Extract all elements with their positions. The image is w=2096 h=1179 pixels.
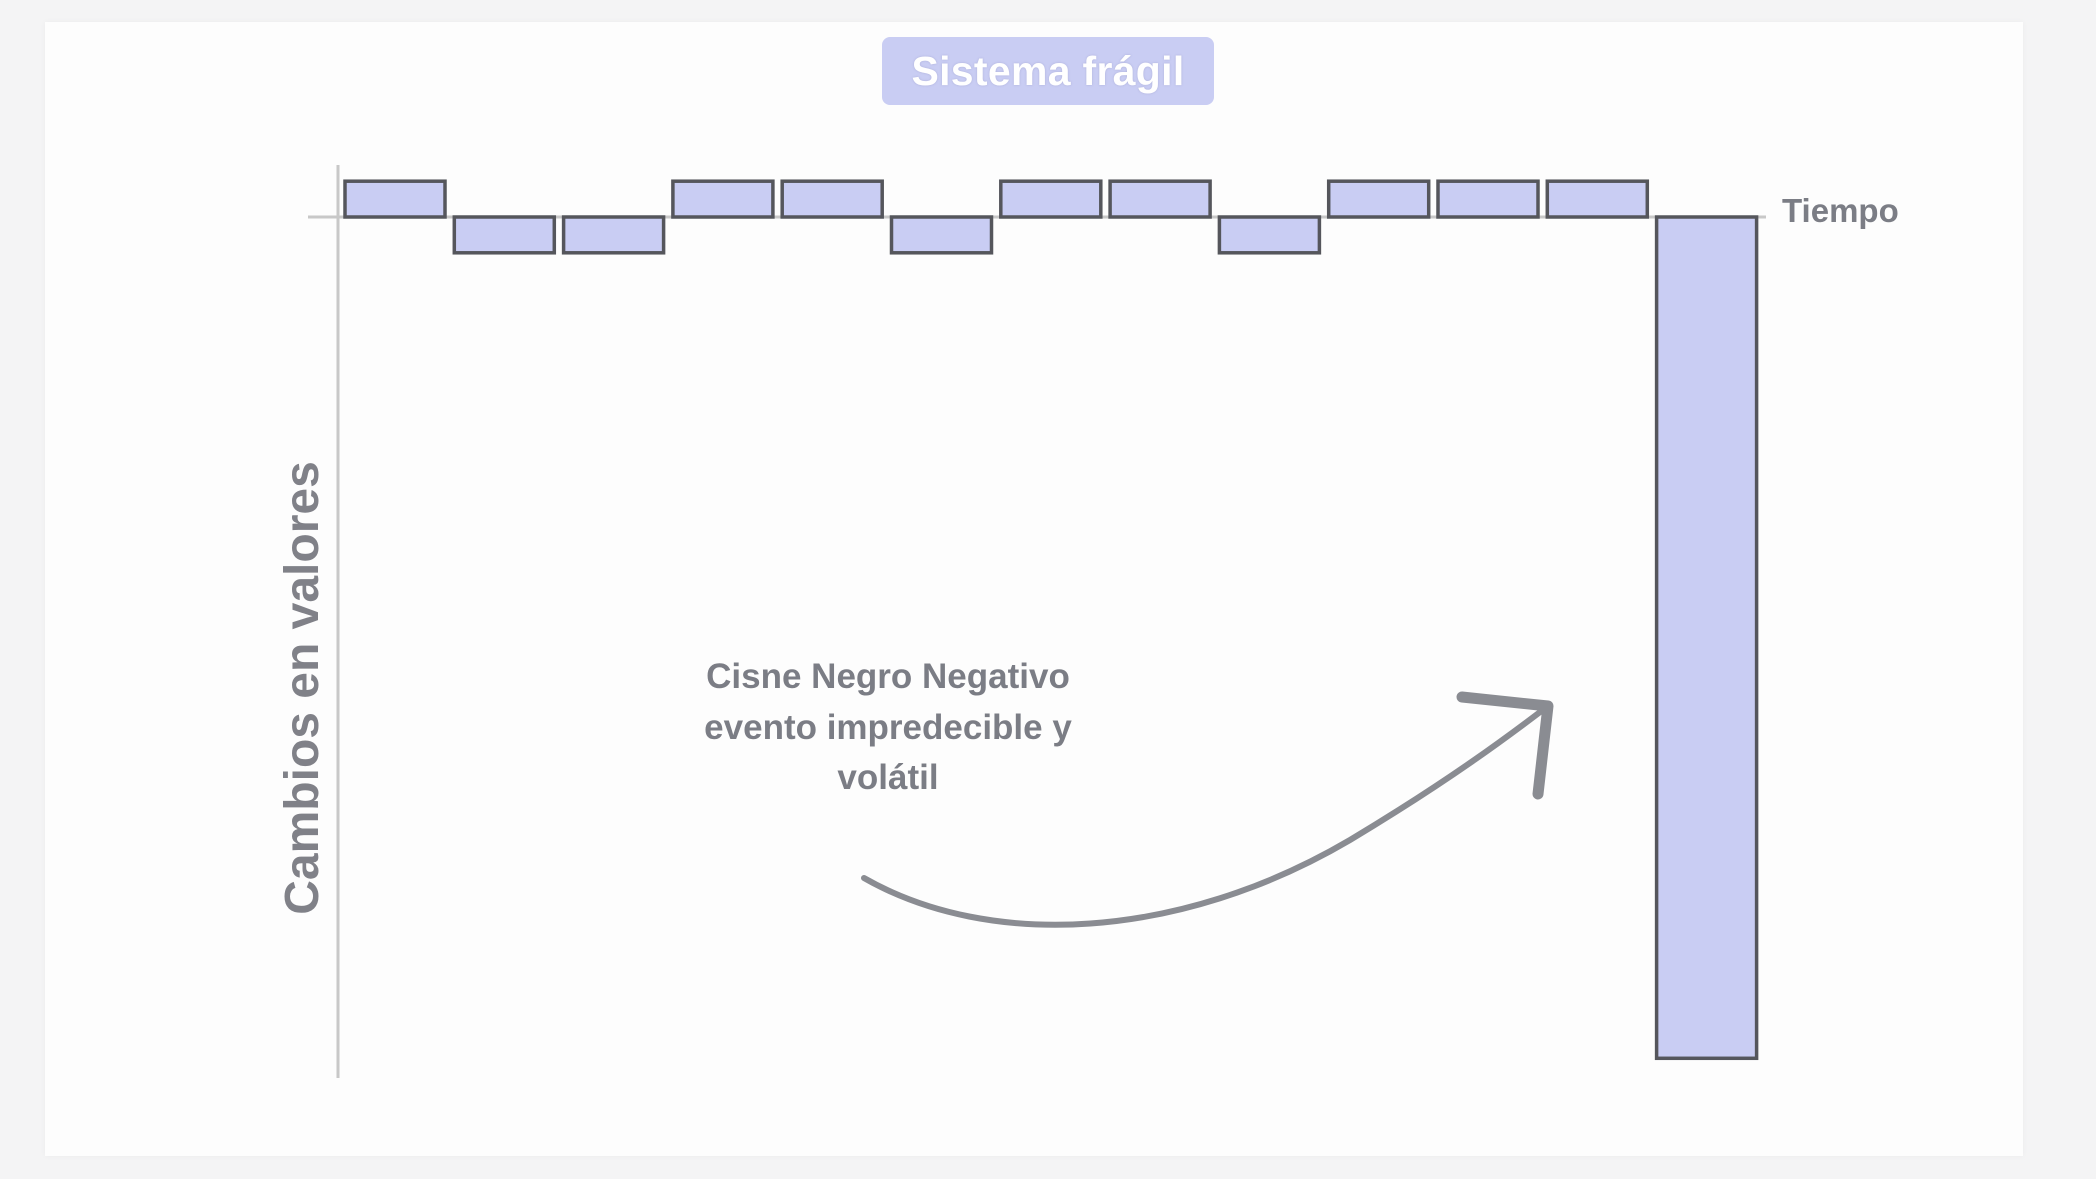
bar-12 xyxy=(1545,179,1650,219)
bar-2 xyxy=(452,215,557,255)
chart-title: Sistema frágil xyxy=(911,47,1185,94)
bar-10 xyxy=(1326,179,1431,219)
annotation-arrow-head xyxy=(1456,691,1554,800)
bar-9 xyxy=(1217,215,1322,255)
annotation-line-2: evento impredecible y xyxy=(704,708,1072,747)
x-axis-label: Tiempo xyxy=(1782,192,1899,229)
bar-8 xyxy=(1108,179,1212,219)
bar-4 xyxy=(671,179,775,219)
annotation-line-1: Cisne Negro Negativo xyxy=(706,657,1070,696)
chart-axes xyxy=(308,165,1766,1078)
bar-series xyxy=(343,179,1759,1061)
bar-3 xyxy=(561,215,666,255)
bar-5 xyxy=(780,179,884,219)
y-axis-label: Cambios en valores xyxy=(276,461,329,915)
annotation-arrow-curve xyxy=(861,703,1551,928)
bar-11 xyxy=(1436,179,1540,219)
bar-6 xyxy=(889,215,994,255)
annotation: Cisne Negro Negativo evento impredecible… xyxy=(704,657,1554,928)
annotation-line-3: volátil xyxy=(837,758,938,797)
bar-7 xyxy=(999,179,1103,219)
bar-13 xyxy=(1654,215,1759,1061)
title-badge: Sistema frágil xyxy=(882,37,1214,105)
bar-1 xyxy=(343,179,447,219)
